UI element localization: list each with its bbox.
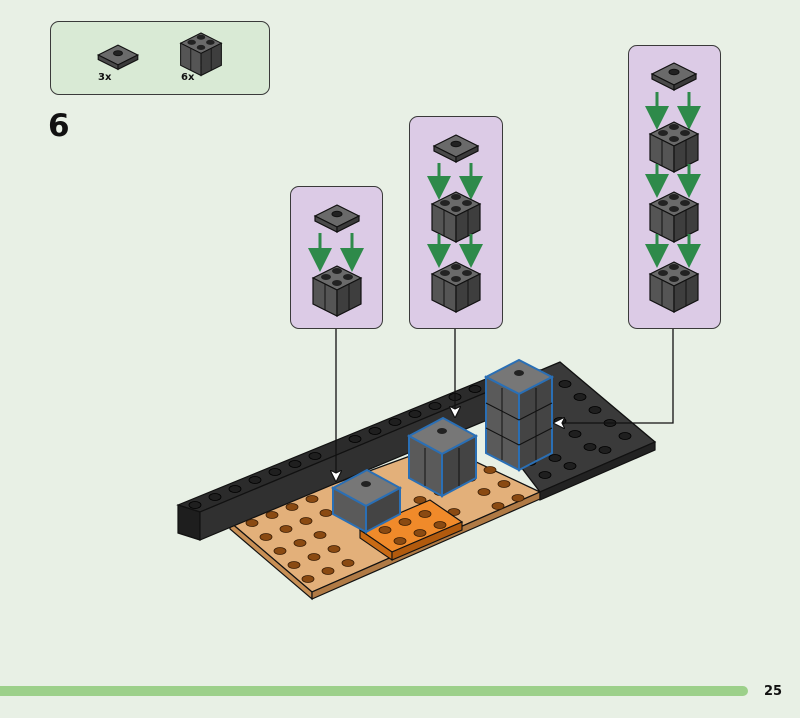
parts-callout: 3x 6x	[50, 21, 270, 95]
step-number: 6	[48, 108, 70, 144]
page-number: 25	[764, 684, 783, 699]
placed-column-short	[330, 468, 403, 534]
subassembly-medium-illustration	[427, 134, 483, 313]
placed-column-medium	[406, 416, 479, 498]
leader-arrows	[336, 329, 674, 480]
subassembly-short-illustration	[308, 204, 364, 317]
part-qty-brick: 6x	[181, 72, 195, 83]
part-qty-plate: 3x	[98, 72, 112, 83]
part-brick-illustration	[180, 32, 222, 77]
subassembly-tall-illustration	[645, 62, 701, 313]
main-model	[176, 358, 657, 601]
placed-column-tall	[483, 358, 555, 472]
part-plate-illustration	[97, 44, 139, 70]
footer-bar	[0, 686, 748, 696]
